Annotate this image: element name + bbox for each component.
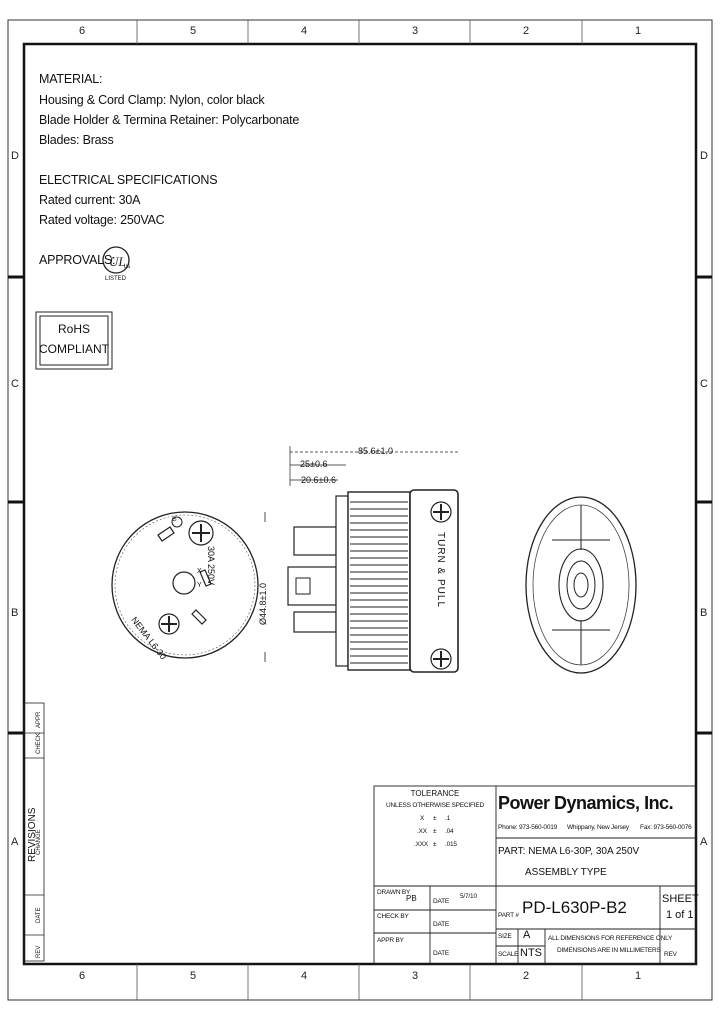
- zone-label-bottom-6: 6: [78, 970, 86, 982]
- plug-rating-text: 30A 250V: [206, 546, 216, 586]
- tolerance-title: TOLERANCE: [410, 789, 460, 798]
- zone-label-row-c-right: C: [700, 378, 708, 390]
- plug-side-view: [287, 446, 460, 673]
- zone-label-top-6: 6: [78, 25, 86, 37]
- part-no-label: PART #: [498, 912, 519, 919]
- drawn-date-label: DATE: [433, 898, 450, 905]
- sheet-value: 1 of 1: [666, 909, 694, 921]
- drawn-date: 5/7/10: [460, 893, 477, 900]
- company-phone: Phone: 973-560-0019: [498, 824, 558, 831]
- zone-label-top-4: 4: [300, 25, 308, 37]
- dim-diameter: Ø44.8±1.0: [258, 583, 268, 625]
- rohs-line1: RoHS: [57, 322, 90, 336]
- zone-label-bottom-5: 5: [189, 970, 197, 982]
- tolerance-pm: ±: [433, 815, 437, 822]
- pin-label-x: X: [197, 568, 202, 575]
- side-turn-pull: TURN & PULL: [435, 532, 446, 609]
- revisions-col: DATE: [36, 907, 42, 923]
- material-line: Blade Holder & Termina Retainer: Polycar…: [39, 113, 300, 127]
- zone-label-top-3: 3: [411, 25, 419, 37]
- ul-listed-mark: UL: [102, 246, 130, 274]
- zone-label-row-a: A: [11, 836, 19, 848]
- check-date-label: DATE: [433, 921, 450, 928]
- drawn-by: PB: [406, 894, 417, 903]
- dimension-note: DIMENSIONS ARE IN MILLIMETERS: [557, 947, 661, 954]
- electrical-line: Rated current: 30A: [39, 193, 141, 207]
- zone-label-row-b-right: B: [700, 607, 708, 619]
- sheet-label: SHEET: [662, 893, 699, 905]
- tolerance-val: .04: [445, 828, 454, 835]
- part-description: PART: NEMA L6-30P, 30A 250V: [498, 846, 640, 857]
- plug-rear-view: [525, 496, 637, 674]
- ul-us-text: us: [124, 264, 131, 270]
- approvals-label: APPROVALS:: [39, 253, 116, 267]
- zone-label-row-a-right: A: [700, 836, 708, 848]
- tolerance-val: .015: [445, 841, 457, 848]
- appr-date-label: DATE: [433, 950, 450, 957]
- dim-overall: 85.6±1.0: [358, 446, 393, 456]
- tolerance-fmt: .XX: [417, 828, 427, 835]
- dimension-note: ALL DIMENSIONS FOR REFERENCE ONLY: [548, 935, 673, 942]
- check-by-label: CHECK BY: [377, 913, 409, 920]
- revisions-col: CHANGE: [36, 829, 42, 855]
- ul-listed-text: LISTED: [105, 276, 127, 282]
- zone-label-row-c: C: [11, 378, 19, 390]
- electrical-line: Rated voltage: 250VAC: [39, 213, 165, 227]
- tolerance-pm: ±: [433, 828, 437, 835]
- zone-label-bottom-3: 3: [411, 970, 419, 982]
- tolerance-val: .1: [445, 815, 451, 822]
- zone-label-bottom-2: 2: [522, 970, 530, 982]
- plug-face-view: [111, 511, 266, 662]
- company-city: Whippany, New Jersey: [567, 824, 629, 831]
- rohs-box: [35, 311, 113, 370]
- tolerance-fmt: .XXX: [414, 841, 429, 848]
- scale-label: SCALE: [498, 951, 519, 958]
- tolerance-fmt: X: [420, 815, 425, 822]
- drawn-by-label: DRAWN BY: [377, 889, 411, 896]
- material-line: Blades: Brass: [39, 133, 114, 147]
- tolerance-subtitle: UNLESS OTHERWISE SPECIFIED: [386, 802, 484, 809]
- zone-label-top-5: 5: [189, 25, 197, 37]
- part-number: PD-L630P-B2: [522, 898, 627, 917]
- rev-label: REV: [664, 951, 677, 958]
- revisions-col: REV: [36, 945, 42, 958]
- scale-value: NTS: [520, 947, 542, 959]
- zone-label-bottom-1: 1: [634, 970, 642, 982]
- zone-label-top-2: 2: [522, 25, 530, 37]
- revisions-col: CHECK: [36, 732, 42, 754]
- dim-d1: 25±0.6: [300, 459, 328, 469]
- company-fax: Fax: 973-560-0076: [640, 824, 692, 831]
- zone-label-top-1: 1: [634, 25, 642, 37]
- tolerance-pm: ±: [433, 841, 437, 848]
- zone-label-row-d: D: [11, 150, 19, 162]
- zone-label-row-d-right: D: [700, 150, 708, 162]
- size-label: SIZE: [498, 933, 512, 940]
- material-heading: MATERIAL:: [39, 72, 103, 86]
- pin-label-y: Y: [197, 582, 202, 589]
- svg-text:UL: UL: [109, 254, 126, 269]
- rohs-line2: COMPLIANT: [38, 342, 109, 356]
- company-name: Power Dynamics, Inc.: [498, 793, 674, 813]
- electrical-heading: ELECTRICAL SPECIFICATIONS: [39, 173, 218, 187]
- revisions-col: APPR: [36, 711, 42, 728]
- zone-label-bottom-4: 4: [300, 970, 308, 982]
- appr-by-label: APPR BY: [377, 937, 404, 944]
- assembly-type: ASSEMBLY TYPE: [525, 867, 607, 878]
- dim-d2: 20.6±0.6: [301, 475, 336, 485]
- pin-label-g: G: [172, 517, 177, 523]
- size-value: A: [523, 929, 531, 941]
- zone-label-row-b: B: [11, 607, 19, 619]
- material-line: Housing & Cord Clamp: Nylon, color black: [39, 93, 265, 107]
